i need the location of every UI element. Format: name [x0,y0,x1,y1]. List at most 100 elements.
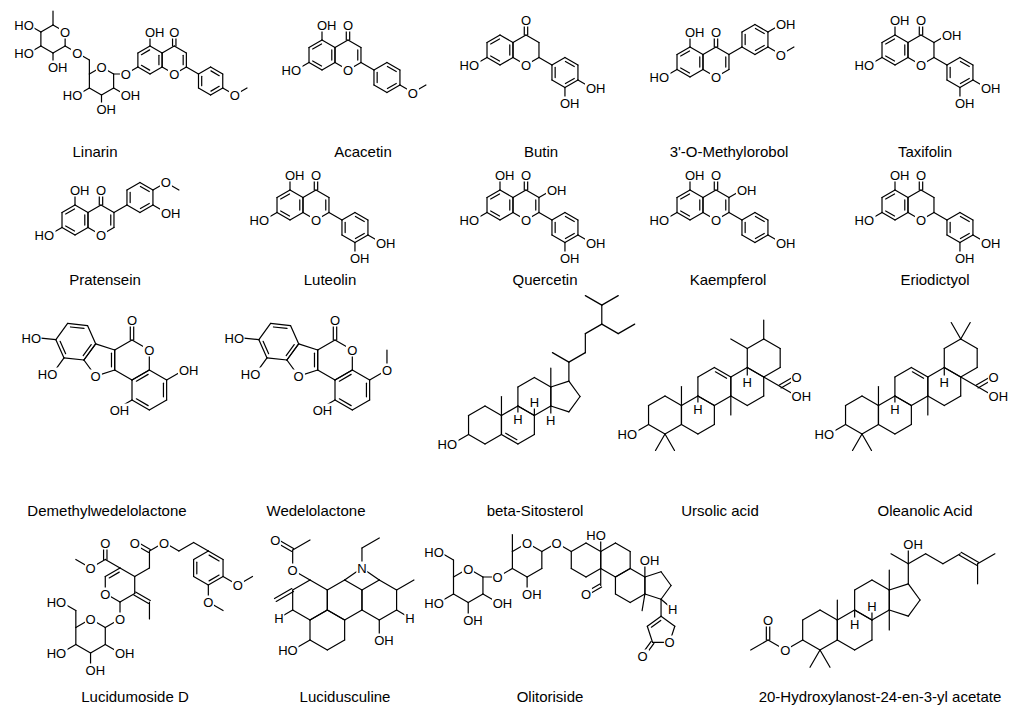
bond-line [550,368,551,387]
atom-label: OH [791,390,813,403]
atom-label: HO [37,368,59,381]
bond-line [518,435,534,445]
atom-label: O [90,370,102,383]
bond-line [102,88,114,95]
bond-line [194,543,209,552]
bond-line [500,35,513,43]
bond-line [362,610,379,620]
bond-line [287,344,299,360]
bond-line [276,198,277,213]
bond-line [855,640,872,650]
bond-line [681,387,682,406]
bond-line [961,323,971,339]
bond-line [904,45,905,55]
bond-line [327,610,344,620]
bond-line [630,569,645,578]
bond-line [730,377,731,396]
bond-line [131,380,132,400]
bond-line [518,378,534,388]
compound-name: beta-Sitosterol [487,503,584,520]
bond-line [960,213,973,221]
atom-label: O [84,613,96,626]
atom-label: H [849,618,860,631]
bond-line [889,590,890,610]
bond-line [878,387,879,406]
bond-line [539,58,552,66]
bond-line [68,323,88,325]
bond-line [302,198,303,213]
atom-label: O [120,68,132,81]
atom-label: O [381,363,393,376]
bond-line [889,610,908,616]
bond-line [960,80,973,88]
bond-line [565,61,574,66]
bond-line [310,610,327,620]
bond-line [91,645,106,654]
bond-line [944,339,960,349]
bond-line [348,40,361,48]
bond-line [487,35,500,43]
atom-label: O [915,59,927,72]
atom-label: N [356,562,367,575]
bond-line [742,25,755,33]
bond-line [222,560,223,577]
bond-line [512,43,513,58]
bond-line [886,56,895,61]
bond-line [138,46,150,53]
bond-line [921,35,934,43]
atom-label: HO [854,59,876,72]
atom-label: O [988,371,1000,384]
atom-label: HO [13,47,35,60]
bond-line [878,425,894,435]
bond-line [127,205,140,213]
bond-line [374,85,387,93]
atom-label: OH [69,184,91,197]
atom-label: H [939,375,950,388]
atom-label: HO [649,214,671,227]
bond-line [89,60,90,74]
bond-line [387,83,396,88]
bond-line [763,320,764,339]
atom-label: OH [546,183,568,196]
bond-line [526,35,539,43]
bond-line [862,396,878,406]
bond-line [308,48,309,63]
bond-line [512,43,513,58]
bond-line [934,213,947,221]
atom-label: O [143,344,155,357]
bond-line [565,78,574,83]
atom-label: OH [144,26,166,39]
atom-label: OH [889,14,911,27]
bond-line [763,377,764,396]
bond-line [89,74,90,88]
compound-name: Pratensein [69,272,141,289]
bond-line [310,580,327,590]
atom-label: HO [46,647,68,660]
atom-label: O [84,562,96,575]
bond-line [83,345,91,356]
bond-line [908,35,921,43]
bond-line [162,53,163,67]
bond-line [322,40,335,48]
bond-line [644,577,645,594]
atom-label: O [342,19,354,32]
bond-line [352,370,369,380]
bond-line [271,323,291,325]
bond-line [193,560,194,577]
bond-line [88,205,101,213]
bond-line [716,190,729,198]
bond-line [120,594,135,603]
bond-line [534,378,550,388]
bond-line [855,580,872,590]
bond-line [703,190,716,198]
bond-line [310,610,327,620]
bond-line [362,580,379,590]
bond-line [615,543,630,552]
bond-line [552,353,568,363]
bond-line [127,183,140,191]
compound-name: Quercetin [512,272,577,289]
bond-line [908,554,925,564]
bond-line [75,628,76,645]
bond-line [387,63,400,71]
